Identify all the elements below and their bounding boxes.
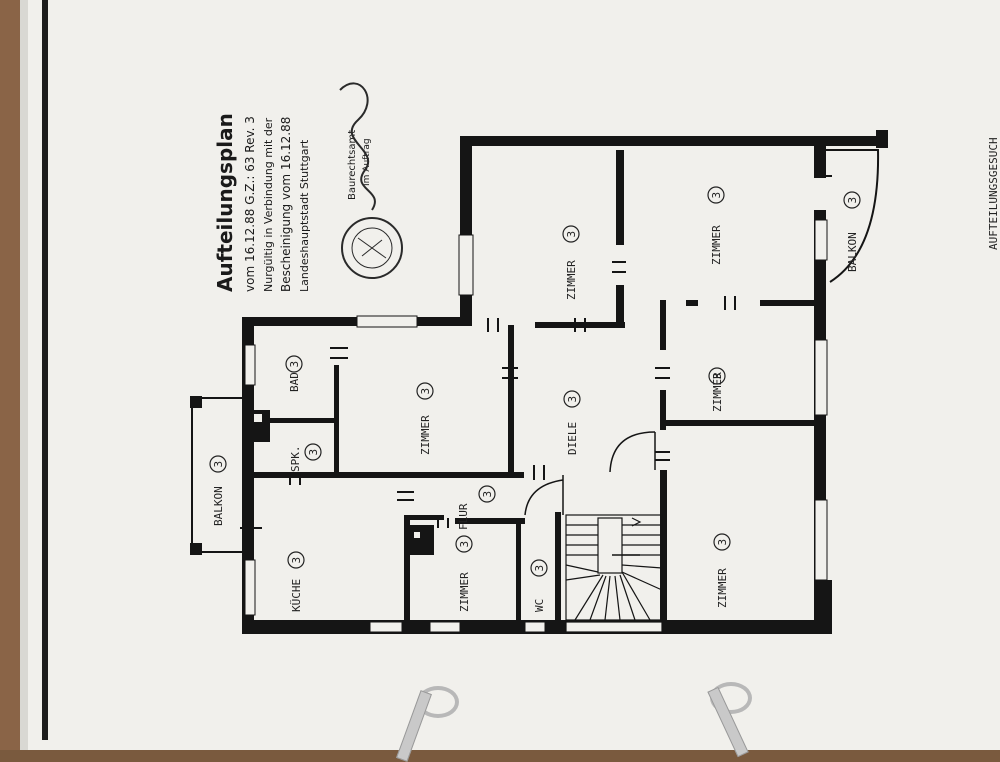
interior-walls: [242, 150, 820, 625]
plan-title: Aufteilungsplan: [213, 113, 237, 292]
svg-text:3: 3: [307, 449, 320, 456]
room-flur: FLUR 3: [457, 485, 496, 530]
side-caption: AUFTEILUNGSGESUCH: [987, 137, 1000, 250]
svg-text:3: 3: [565, 231, 578, 238]
svg-text:DIELE: DIELE: [566, 422, 579, 455]
svg-text:FLUR: FLUR: [457, 503, 470, 530]
svg-text:AUFTEILUNGSGESUCH: AUFTEILUNGSGESUCH: [987, 137, 1000, 250]
svg-text:3: 3: [710, 192, 723, 199]
room-spk: SPK. 3: [289, 443, 322, 473]
balcony-right-rail: [826, 149, 880, 283]
authority-office: Baurechtsamt: [347, 130, 358, 200]
svg-text:ZIMMER: ZIMMER: [710, 225, 723, 265]
room-zimmer-6: ZIMMER 3: [713, 533, 731, 608]
door-openings: [240, 175, 832, 529]
svg-text:3: 3: [458, 541, 471, 548]
room-zimmer-4: ZIMMER 3: [707, 186, 725, 265]
svg-text:BALKON: BALKON: [846, 232, 859, 272]
svg-text:ZIMMER: ZIMMER: [711, 372, 724, 412]
svg-text:KÜCHE: KÜCHE: [290, 579, 303, 612]
authority-sub: Im Auftrag: [362, 138, 372, 186]
svg-text:3: 3: [711, 373, 724, 380]
room-zimmer-1: ZIMMER 3: [416, 382, 434, 455]
signature: [339, 82, 376, 211]
room-diele: DIELE 3: [563, 390, 581, 455]
svg-text:WC: WC: [533, 599, 546, 612]
margin-line: [42, 0, 48, 740]
room-labels: BAD 3 SPK. 3 BALKON 3 KÜCHE 3 ZIMMER 3 F…: [209, 186, 861, 612]
room-balkon-right: BALKON 3: [843, 191, 861, 272]
svg-text:3: 3: [290, 557, 303, 564]
svg-text:3: 3: [419, 388, 432, 395]
svg-text:ZIMMER: ZIMMER: [458, 572, 471, 612]
svg-text:3: 3: [846, 197, 859, 204]
room-zimmer-5: ZIMMER 3: [708, 367, 726, 412]
staircase: [565, 514, 663, 633]
svg-text:3: 3: [481, 491, 494, 498]
plan-validity-line: Nurgültig in Verbindung mit der: [262, 117, 275, 292]
room-balkon-left: BALKON 3: [209, 455, 227, 526]
svg-text:BALKON: BALKON: [212, 486, 225, 526]
svg-text:ZIMMER: ZIMMER: [716, 568, 729, 608]
balcony-left: [191, 397, 242, 553]
plan-date-line: vom 16.12.88 G.Z.: 63 Rev. 3: [243, 116, 257, 292]
official-stamp: [341, 217, 403, 279]
room-bad: BAD 3: [285, 355, 303, 392]
room-zimmer-3: ZIMMER 3: [562, 225, 580, 300]
svg-text:3: 3: [288, 361, 301, 368]
svg-text:ZIMMER: ZIMMER: [565, 260, 578, 300]
svg-text:3: 3: [716, 539, 729, 546]
room-wc: WC 3: [530, 559, 548, 612]
svg-text:BAD: BAD: [288, 372, 301, 392]
room-kueche: KÜCHE 3: [287, 551, 305, 612]
plan-certificate-line: Bescheinigung vom 16.12.88: [279, 117, 293, 292]
svg-text:ZIMMER: ZIMMER: [419, 415, 432, 455]
svg-text:3: 3: [212, 461, 225, 468]
plan-city-line: Landeshauptstadt Stuttgart: [298, 139, 311, 292]
plan-header: Aufteilungsplan vom 16.12.88 G.Z.: 63 Re…: [213, 113, 311, 292]
svg-text:SPK.: SPK.: [289, 446, 302, 473]
svg-text:3: 3: [566, 396, 579, 403]
svg-text:3: 3: [533, 565, 546, 572]
authority-block: Baurechtsamt Im Auftrag: [347, 130, 372, 200]
room-zimmer-2: ZIMMER 3: [455, 535, 473, 612]
